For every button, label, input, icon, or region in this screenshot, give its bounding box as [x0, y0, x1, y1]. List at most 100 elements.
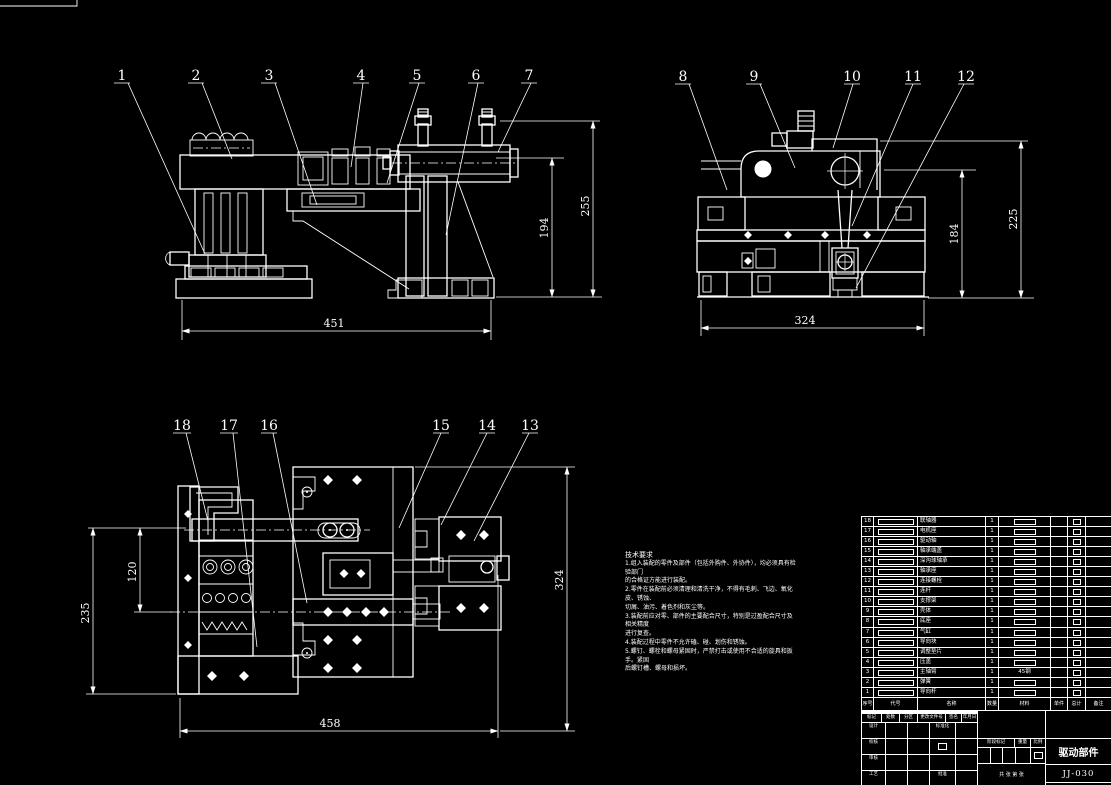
bom-row: 9 壳体 1 — [862, 607, 1111, 618]
bom-cell-remark — [1086, 668, 1111, 678]
bom-cell-no: 3 — [862, 667, 874, 678]
bom-cell-qty: 1 — [986, 687, 999, 698]
bom-cell-qty: 1 — [986, 547, 999, 558]
balloon-1: 1 — [118, 68, 127, 84]
bom-cell-no: 15 — [862, 547, 874, 558]
bom-cell-unit-weight — [1051, 547, 1068, 558]
stamp-box — [938, 743, 947, 750]
bom-cell-total-weight — [1068, 577, 1086, 588]
title-block: 标记 处数 分区 更改文件号 签名 年月日 设计 标准化 校核 审核 工艺 批准 — [861, 710, 1111, 785]
bom-cell-code — [874, 547, 918, 558]
view-plan: 120 235 458 324 18 17 16 15 14 13 — [79, 418, 575, 738]
bom-cell-no: 17 — [862, 527, 874, 538]
approve-label: 批准 — [930, 771, 956, 785]
bom-cell-qty: 1 — [986, 597, 999, 608]
bom-cell-material — [999, 607, 1051, 618]
bom-cell-total-weight — [1068, 657, 1086, 668]
dim-side-total: 225 — [1007, 209, 1020, 230]
dim-side-inner: 184 — [948, 224, 961, 245]
dim-front: 451 194 255 — [181, 120, 602, 340]
bolt-icon — [414, 108, 496, 147]
bom-cell-remark — [1086, 678, 1111, 688]
bom-cell-material — [999, 647, 1051, 658]
bom-table: 18 联轴器 1 17 电机座 1 16 驱动轴 1 15 轴承端盖 1 — [861, 516, 1111, 713]
bom-cell-total-weight — [1068, 557, 1086, 568]
bom-row: 17 电机座 1 — [862, 527, 1111, 538]
bom-cell-name: 轴承座 — [918, 567, 986, 578]
bom-cell-name: 支撑架 — [918, 597, 986, 608]
bom-cell-no: 6 — [862, 637, 874, 648]
dim-plan-offset: 120 — [126, 562, 139, 583]
bom-cell-total-weight — [1068, 517, 1086, 528]
dim-plan-width: 458 — [320, 717, 341, 730]
bom-cell-code — [874, 587, 918, 598]
balloon-3: 3 — [265, 68, 274, 84]
balloon-14: 14 — [478, 418, 496, 434]
bom-cell-material — [999, 627, 1051, 638]
sheet-count: 共 张 第 张 — [978, 764, 1046, 785]
dim-plan: 120 235 458 324 — [79, 466, 575, 738]
balloons-side: 8 9 10 11 12 — [675, 69, 975, 289]
bom-cell-name: 深沟球轴承 — [918, 557, 986, 568]
bom-row: 6 导向块 1 — [862, 637, 1111, 648]
bom-cell-remark — [1086, 638, 1111, 648]
bom-cell-unit-weight — [1051, 637, 1068, 648]
bom-cell-no: 9 — [862, 607, 874, 618]
tech-note-line: 的合格证方能进行装配。 — [625, 577, 692, 585]
bom-cell-total-weight — [1068, 527, 1086, 538]
dim-plan-right: 324 — [553, 570, 566, 591]
bom-cell-material — [999, 687, 1051, 698]
stage-boxes-row — [978, 748, 1047, 764]
bom-cell-unit-weight — [1051, 537, 1068, 548]
balloon-4: 4 — [357, 68, 366, 84]
bom-cell-total-weight — [1068, 567, 1086, 578]
tech-note-line: 4.装配过程中零件不允许磕、碰、划伤和锈蚀。 — [625, 638, 751, 646]
revision-header-row: 标记 处数 分区 更改文件号 签名 年月日 — [862, 714, 978, 723]
bom-cell-qty: 1 — [986, 627, 999, 638]
bom-cell-unit-weight — [1051, 657, 1068, 668]
scale-box — [1033, 752, 1043, 759]
bom-cell-material — [999, 567, 1051, 578]
balloon-16: 16 — [260, 418, 278, 434]
bom-cell-qty: 1 — [986, 667, 999, 678]
bom-cell-code — [874, 627, 918, 638]
bom-cell-code — [874, 667, 918, 678]
bom-cell-code — [874, 617, 918, 628]
title-empty-cell — [1046, 711, 1111, 739]
bom-cell-name: 壳体 — [918, 607, 986, 618]
tech-notes-title: 技术要求 — [625, 551, 653, 559]
bom-cell-total-weight — [1068, 667, 1086, 678]
bom-cell-qty: 1 — [986, 517, 999, 528]
bom-cell-qty: 1 — [986, 607, 999, 618]
tech-note-line: 后螺钉槽、螺母和损坏。 — [625, 665, 692, 673]
bom-cell-code — [874, 567, 918, 578]
bom-cell-remark — [1086, 537, 1111, 548]
check-label: 校核 — [862, 739, 886, 755]
bom-cell-total-weight — [1068, 607, 1086, 618]
balloon-10: 10 — [843, 69, 861, 85]
bom-cell-name: 连接螺栓 — [918, 577, 986, 588]
bom-cell-no: 13 — [862, 567, 874, 578]
dim-side: 324 184 225 — [700, 140, 1034, 336]
part-title: 驱动部件 — [1046, 739, 1111, 765]
bom-cell-material — [999, 587, 1051, 598]
bom-cell-code — [874, 687, 918, 698]
tech-note-line: 1.组入装配的零件及部件（包括外购件、外协件），均必须具有检验部门 — [625, 559, 796, 576]
bom-cell-code — [874, 637, 918, 648]
bom-cell-no: 18 — [862, 517, 874, 528]
bom-cell-name: 主轴臂 — [918, 667, 986, 678]
balloon-6: 6 — [472, 68, 481, 84]
bom-cell-total-weight — [1068, 587, 1086, 598]
scale-label: 比例 — [1030, 739, 1047, 748]
weight-label: 重量 — [1015, 739, 1031, 748]
rev-docno-label: 更改文件号 — [918, 714, 946, 723]
bom-cell-no: 5 — [862, 647, 874, 658]
bom-cell-name: 气缸 — [918, 627, 986, 638]
bom-row: 18 联轴器 1 — [862, 517, 1111, 528]
bom-row: 13 轴承座 1 — [862, 567, 1111, 578]
bom-cell-no: 10 — [862, 597, 874, 608]
bom-cell-remark — [1086, 628, 1111, 638]
bom-cell-unit-weight — [1051, 587, 1068, 598]
bom-cell-remark — [1086, 597, 1111, 608]
